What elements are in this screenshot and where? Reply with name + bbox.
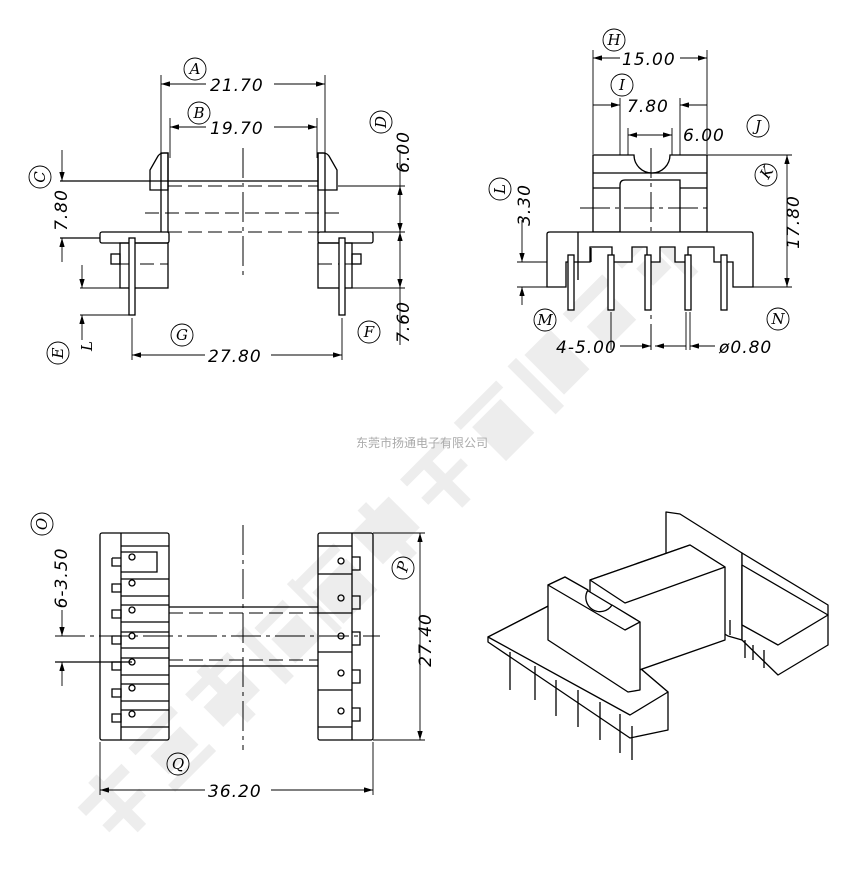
callout-i: I xyxy=(610,73,634,97)
dim-i-value: 7.80 xyxy=(627,97,669,117)
dim-d-value: 6.00 xyxy=(394,131,414,173)
svg-text:E: E xyxy=(49,347,67,359)
isometric-view xyxy=(487,511,829,760)
svg-text:L: L xyxy=(491,184,509,195)
callout-p: P xyxy=(391,556,415,580)
front-view: 21.70 19.70 27.80 7.80 6.00 7.60 A B C D… xyxy=(28,57,414,367)
pins xyxy=(567,254,728,311)
callout-n: N xyxy=(766,307,790,331)
callout-b: B xyxy=(187,101,211,125)
dim-m-value: 4-5.00 xyxy=(556,338,617,358)
dim-a-value: 21.70 xyxy=(210,76,264,96)
dim-l-value: 3.30 xyxy=(515,184,535,226)
callout-j: J xyxy=(746,114,770,138)
svg-text:Q: Q xyxy=(172,755,184,773)
svg-text:J: J xyxy=(752,117,762,135)
dim-p-value: 27.40 xyxy=(416,613,436,667)
callout-o: O xyxy=(30,512,54,536)
dim-g-value: 27.80 xyxy=(208,347,262,367)
svg-text:G: G xyxy=(176,326,188,344)
svg-text:C: C xyxy=(31,171,49,183)
dim-k-value: 17.80 xyxy=(784,195,804,249)
callout-e: E xyxy=(46,341,70,365)
callout-m: M xyxy=(533,308,557,332)
svg-text:B: B xyxy=(192,104,204,122)
svg-text:P: P xyxy=(393,559,413,575)
svg-text:N: N xyxy=(770,310,785,328)
callout-d: D xyxy=(369,110,393,134)
side-view: 15.00 7.80 6.00 17.80 3.30 4-5.00 ø0.80 … xyxy=(488,28,804,358)
bottom-view: 36.20 6-3.50 27.40 O P Q xyxy=(30,512,436,802)
callout-h: H xyxy=(602,28,626,52)
svg-text:M: M xyxy=(536,311,553,329)
dim-l-label: L xyxy=(78,341,96,352)
callout-f: F xyxy=(357,320,381,344)
dim-f-value: 7.60 xyxy=(394,301,414,343)
svg-text:F: F xyxy=(363,323,375,341)
dim-o-value: 6-3.50 xyxy=(52,548,72,609)
dim-n-value: ø0.80 xyxy=(718,338,772,358)
svg-text:K: K xyxy=(756,162,778,182)
svg-text:I: I xyxy=(618,76,626,94)
svg-text:O: O xyxy=(33,518,51,530)
watermark-company-large xyxy=(77,224,699,833)
callout-g: G xyxy=(170,323,194,347)
watermark-company-small: 东莞市扬通电子有限公司 xyxy=(356,435,488,450)
callout-q: Q xyxy=(166,752,190,776)
svg-text:H: H xyxy=(606,31,621,49)
dim-b-value: 19.70 xyxy=(210,119,264,139)
svg-text:A: A xyxy=(188,60,201,78)
svg-text:D: D xyxy=(372,116,390,129)
callout-k: K xyxy=(754,162,778,187)
dim-q-value: 36.20 xyxy=(208,782,262,802)
dim-h-value: 15.00 xyxy=(622,50,676,70)
dim-c-value: 7.80 xyxy=(52,189,72,231)
callout-c: C xyxy=(28,165,52,189)
dim-j-value: 6.00 xyxy=(683,126,725,146)
callout-a: A xyxy=(183,57,207,81)
callout-l: L xyxy=(488,177,512,201)
